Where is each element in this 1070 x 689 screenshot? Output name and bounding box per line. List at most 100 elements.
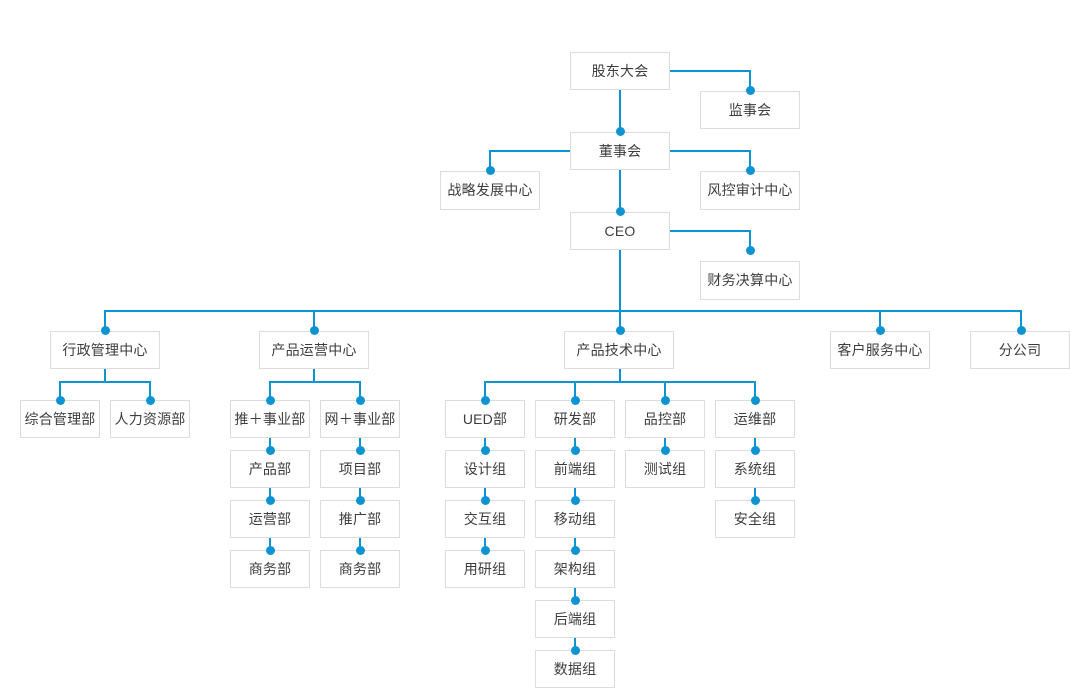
connector-product-ops-to-wang [359, 381, 361, 400]
connector-trunk-drop-product-tech [619, 310, 621, 331]
connector-ceo-to-finance-v [749, 230, 751, 251]
connector-interaction-to-research [484, 538, 486, 550]
node-product-dept[interactable]: 产品部 [230, 450, 310, 488]
node-strategy-development-center[interactable]: 战略发展中心 [440, 171, 540, 210]
node-branch-company[interactable]: 分公司 [970, 331, 1070, 369]
connector-admin-split [59, 381, 151, 383]
connector-rd-to-frontend [574, 438, 576, 450]
connector-mobile-to-architecture [574, 538, 576, 550]
junction-dot-system-group [750, 445, 760, 455]
junction-dot-ceo [615, 206, 625, 216]
junction-dot-hr [145, 395, 155, 405]
connector-admin-to-general [59, 381, 61, 400]
junction-dot-product-ops-center [309, 325, 319, 335]
connector-product-tech-to-rd [574, 381, 576, 400]
connector-board-to-strategy-v [489, 150, 491, 171]
connector-promotion-to-business [359, 538, 361, 550]
junction-dot-finance [745, 245, 755, 255]
node-architecture-group[interactable]: 架构组 [535, 550, 615, 588]
junction-dot-tui-unit [265, 395, 275, 405]
connector-project-to-promotion [359, 488, 361, 500]
connector-admin-to-hr [149, 381, 151, 400]
node-ued-dept[interactable]: UED部 [445, 400, 525, 438]
junction-dot-security-group [750, 495, 760, 505]
connector-shareholders-to-supervisors-v [749, 70, 751, 91]
connector-product-tech-stem [619, 369, 621, 382]
node-board-of-supervisors[interactable]: 监事会 [700, 91, 800, 129]
junction-dot-operations-dept [265, 495, 275, 505]
node-admin-management-center[interactable]: 行政管理中心 [50, 331, 160, 369]
node-mobile-group[interactable]: 移动组 [535, 500, 615, 538]
node-general-management-dept[interactable]: 综合管理部 [20, 400, 100, 438]
connector-product-ops-stem [313, 369, 315, 382]
connector-board-to-risk-h [670, 150, 750, 152]
connector-design-to-interaction [484, 488, 486, 500]
node-quality-control-dept[interactable]: 品控部 [625, 400, 705, 438]
junction-dot-test-group [660, 445, 670, 455]
junction-dot-customer-service [875, 325, 885, 335]
node-promotion-dept[interactable]: 推广部 [320, 500, 400, 538]
junction-dot-ued [480, 395, 490, 405]
junction-dot-user-research-group [480, 545, 490, 555]
connector-architecture-to-backend [574, 588, 576, 600]
junction-dot-branch [1016, 325, 1026, 335]
junction-dot-admin-center [100, 325, 110, 335]
node-project-dept[interactable]: 项目部 [320, 450, 400, 488]
node-interaction-group[interactable]: 交互组 [445, 500, 525, 538]
junction-dot-project-dept [355, 445, 365, 455]
connector-wang-to-project [359, 438, 361, 450]
junction-dot-architecture-group [570, 545, 580, 555]
node-operations-maintenance-dept[interactable]: 运维部 [715, 400, 795, 438]
node-system-group[interactable]: 系统组 [715, 450, 795, 488]
junction-dot-frontend-group [570, 445, 580, 455]
connector-product-tech-to-ops [754, 381, 756, 400]
node-customer-service-center[interactable]: 客户服务中心 [830, 331, 930, 369]
junction-dot-general-admin [55, 395, 65, 405]
node-risk-audit-center[interactable]: 风控审计中心 [700, 171, 800, 210]
node-user-research-group[interactable]: 用研组 [445, 550, 525, 588]
node-operations-dept[interactable]: 运营部 [230, 500, 310, 538]
node-backend-group[interactable]: 后端组 [535, 600, 615, 638]
connector-trunk-drop-admin [104, 310, 106, 331]
node-business-dept-left[interactable]: 商务部 [230, 550, 310, 588]
junction-dot-supervisors [745, 85, 755, 95]
node-human-resources-dept[interactable]: 人力资源部 [110, 400, 190, 438]
node-product-technology-center[interactable]: 产品技术中心 [564, 331, 674, 369]
connector-product-tech-split [484, 381, 755, 383]
node-tui-business-unit[interactable]: 推＋事业部 [230, 400, 310, 438]
junction-dot-strategy [485, 165, 495, 175]
node-test-group[interactable]: 测试组 [625, 450, 705, 488]
junction-dot-backend-group [570, 595, 580, 605]
connector-trunk-drop-customer-service [879, 310, 881, 331]
connector-ops-to-system [754, 438, 756, 450]
node-design-group[interactable]: 设计组 [445, 450, 525, 488]
junction-dot-data-group [570, 645, 580, 655]
junction-dot-business-dept-right [355, 545, 365, 555]
node-finance-settlement-center[interactable]: 财务决算中心 [700, 261, 800, 300]
node-product-operations-center[interactable]: 产品运营中心 [259, 331, 369, 369]
connector-shareholders-to-board [619, 90, 621, 132]
connector-ued-to-design [484, 438, 486, 450]
node-business-dept-right[interactable]: 商务部 [320, 550, 400, 588]
junction-dot-business-dept-left [265, 545, 275, 555]
junction-dot-risk-audit [745, 165, 755, 175]
node-ceo[interactable]: CEO [570, 212, 670, 250]
connector-system-to-security [754, 488, 756, 500]
node-wang-business-unit[interactable]: 网＋事业部 [320, 400, 400, 438]
junction-dot-promotion-dept [355, 495, 365, 505]
connector-backend-to-data [574, 638, 576, 650]
junction-dot-wang-unit [355, 395, 365, 405]
node-rd-dept[interactable]: 研发部 [535, 400, 615, 438]
node-security-group[interactable]: 安全组 [715, 500, 795, 538]
connector-product-ops-to-tui [269, 381, 271, 400]
junction-dot-rd [570, 395, 580, 405]
connector-product-to-operations [269, 488, 271, 500]
node-frontend-group[interactable]: 前端组 [535, 450, 615, 488]
junction-dot-interaction-group [480, 495, 490, 505]
connector-qc-to-test [664, 438, 666, 450]
connector-board-to-risk-v [749, 150, 751, 171]
node-data-group[interactable]: 数据组 [535, 650, 615, 688]
node-board-of-directors[interactable]: 董事会 [570, 132, 670, 170]
node-shareholders-meeting[interactable]: 股东大会 [570, 52, 670, 90]
